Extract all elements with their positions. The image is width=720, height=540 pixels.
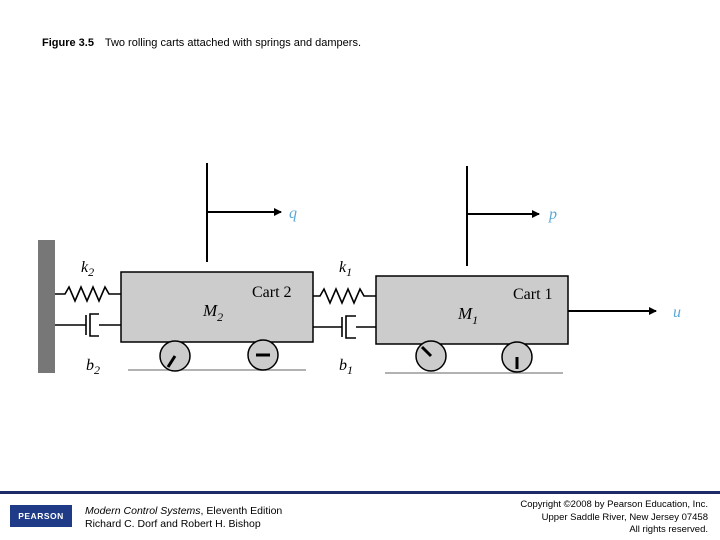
spring-k2 <box>55 284 121 304</box>
cart2-body <box>120 271 314 343</box>
mass-m1: M1 <box>457 304 478 327</box>
book-edition: , Eleventh Edition <box>200 505 283 517</box>
wheel-cart2-right <box>247 339 279 371</box>
position-indicator-q <box>206 163 282 262</box>
copyright-line-3: All rights reserved. <box>629 524 708 535</box>
book-title: Modern Control Systems <box>85 505 201 517</box>
cart2-label: Cart 2 <box>252 284 292 301</box>
wheel-cart1-right <box>501 341 533 373</box>
pearson-logo-text: PEARSON <box>18 511 64 521</box>
wheel-cart2-left <box>159 340 191 372</box>
position-indicator-p <box>466 166 540 266</box>
label-p: p <box>548 206 557 223</box>
pearson-logo: PEARSON <box>10 505 72 527</box>
wheel-cart1-left <box>415 340 447 372</box>
footer-divider <box>0 491 720 494</box>
wall <box>38 240 55 373</box>
cart1-label: Cart 1 <box>513 286 553 303</box>
figure-caption: Figure 3.5 Two rolling carts attached wi… <box>42 37 361 49</box>
copyright-line-1: Copyright ©2008 by Pearson Education, In… <box>520 499 708 510</box>
spring-k1 <box>313 286 376 306</box>
book-citation: Modern Control Systems, Eleventh Edition… <box>85 505 282 531</box>
label-k2: k2 <box>81 259 94 279</box>
label-k1: k1 <box>339 259 352 279</box>
book-authors: Richard C. Dorf and Robert H. Bishop <box>85 518 261 530</box>
label-b1: b1 <box>339 357 353 377</box>
cart1-body <box>375 275 569 345</box>
copyright-line-2: Upper Saddle River, New Jersey 07458 <box>541 511 708 523</box>
mass-m2: M2 <box>202 301 223 324</box>
damper-b1 <box>313 315 376 339</box>
label-q: q <box>289 205 297 222</box>
figure-caption-text: Two rolling carts attached with springs … <box>104 37 362 49</box>
figure-number: Figure 3.5 <box>42 37 94 49</box>
copyright-notice: Copyright ©2008 by Pearson Education, In… <box>520 499 708 537</box>
two-cart-diagram: q p u Cart 2 Cart 1 M2 M1 k2 k1 b2 b1 <box>38 163 681 377</box>
label-b2: b2 <box>86 357 100 377</box>
label-u: u <box>673 304 681 321</box>
damper-b2 <box>55 313 121 337</box>
